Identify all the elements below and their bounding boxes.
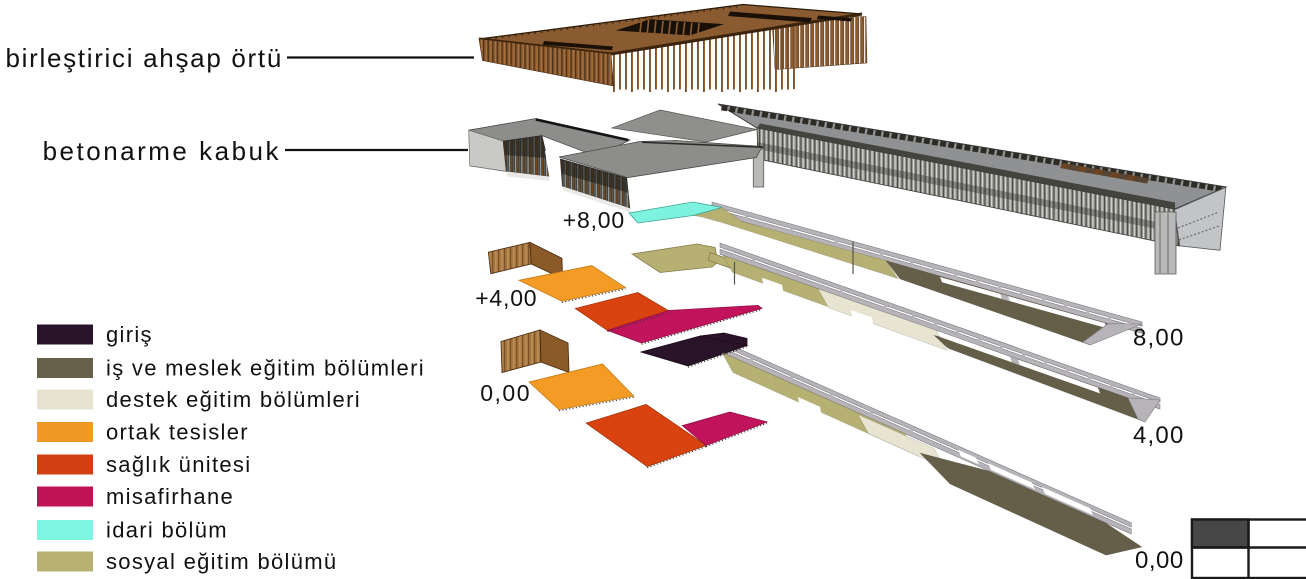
- svg-text:birleştirici ahşap örtü: birleştirici ahşap örtü: [5, 43, 283, 73]
- svg-text:misafirhane: misafirhane: [106, 484, 234, 509]
- svg-text:idari bölüm: idari bölüm: [106, 518, 228, 543]
- svg-text:0,00: 0,00: [480, 380, 531, 406]
- svg-text:sağlık ünitesi: sağlık ünitesi: [106, 452, 251, 477]
- svg-text:giriş: giriş: [106, 322, 153, 347]
- svg-text:+4,00: +4,00: [475, 285, 537, 311]
- svg-text:sosyal eğitim bölümü: sosyal eğitim bölümü: [106, 549, 337, 574]
- svg-text:8,00: 8,00: [1133, 325, 1185, 352]
- svg-text:iş ve meslek eğitim bölümleri: iş ve meslek eğitim bölümleri: [106, 356, 425, 381]
- svg-text:+8,00: +8,00: [563, 207, 625, 233]
- svg-text:betonarme kabuk: betonarme kabuk: [43, 136, 281, 166]
- svg-text:0,00: 0,00: [1135, 547, 1184, 574]
- svg-text:4,00: 4,00: [1133, 422, 1185, 449]
- svg-text:destek eğitim bölümleri: destek eğitim bölümleri: [106, 387, 361, 412]
- svg-text:ortak tesisler: ortak tesisler: [106, 420, 249, 445]
